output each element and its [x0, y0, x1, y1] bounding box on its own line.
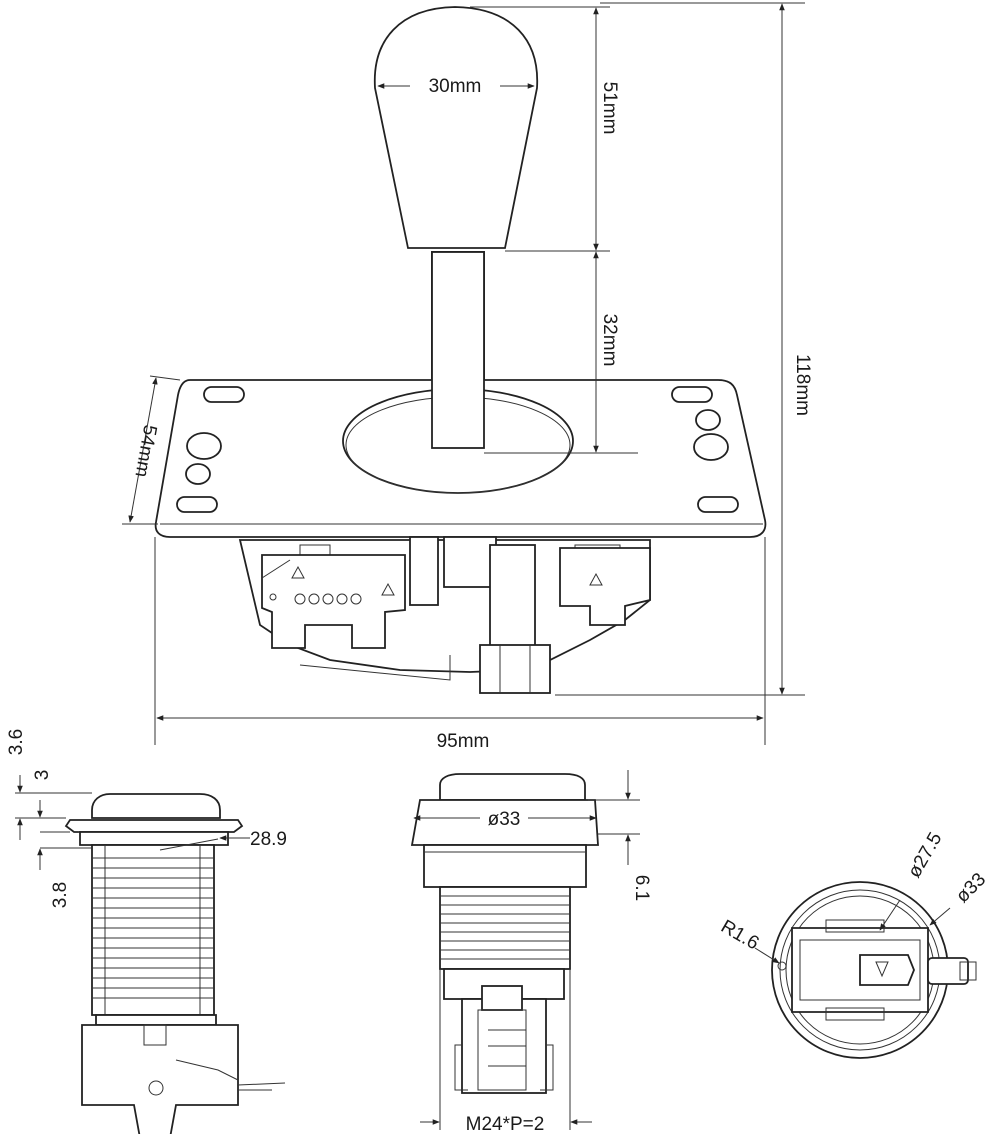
- button-front-view: ø33 6.1 M24*P=2: [410, 770, 652, 1134]
- total-height-label: 118mm: [792, 354, 813, 416]
- side-dim-second: 3: [32, 770, 53, 781]
- bottom-outer-diameter-label: ø33: [952, 869, 990, 907]
- plate-depth-label: 54mm: [130, 423, 160, 479]
- ball-height-label: 51mm: [599, 82, 620, 135]
- front-diameter-label: ø33: [488, 809, 521, 830]
- joystick-ball: [373, 6, 539, 249]
- joystick-body: [238, 536, 651, 694]
- side-dim-flange: 28.9: [250, 829, 287, 850]
- side-dim-lower: 3.8: [50, 882, 71, 908]
- plate-holes: [176, 386, 739, 513]
- ball-width-label: 30mm: [429, 76, 482, 97]
- button-bottom-view: ø27.5 ø33 R1.6: [717, 829, 990, 1059]
- front-thread-label: M24*P=2: [466, 1114, 545, 1134]
- plate-width-label: 95mm: [437, 731, 490, 752]
- shaft-length-label: 32mm: [599, 314, 620, 367]
- joystick-dimensions: 30mm 51mm 32mm 118mm 54mm 95mm: [122, 2, 813, 752]
- joystick-drawing: [154, 6, 767, 694]
- front-height-label: 6.1: [631, 875, 652, 901]
- button-side-view: 3.6 3 3.8 28.9: [6, 729, 287, 1134]
- bottom-inner-diameter-label: ø27.5: [904, 829, 946, 882]
- side-dim-top: 3.6: [6, 729, 27, 755]
